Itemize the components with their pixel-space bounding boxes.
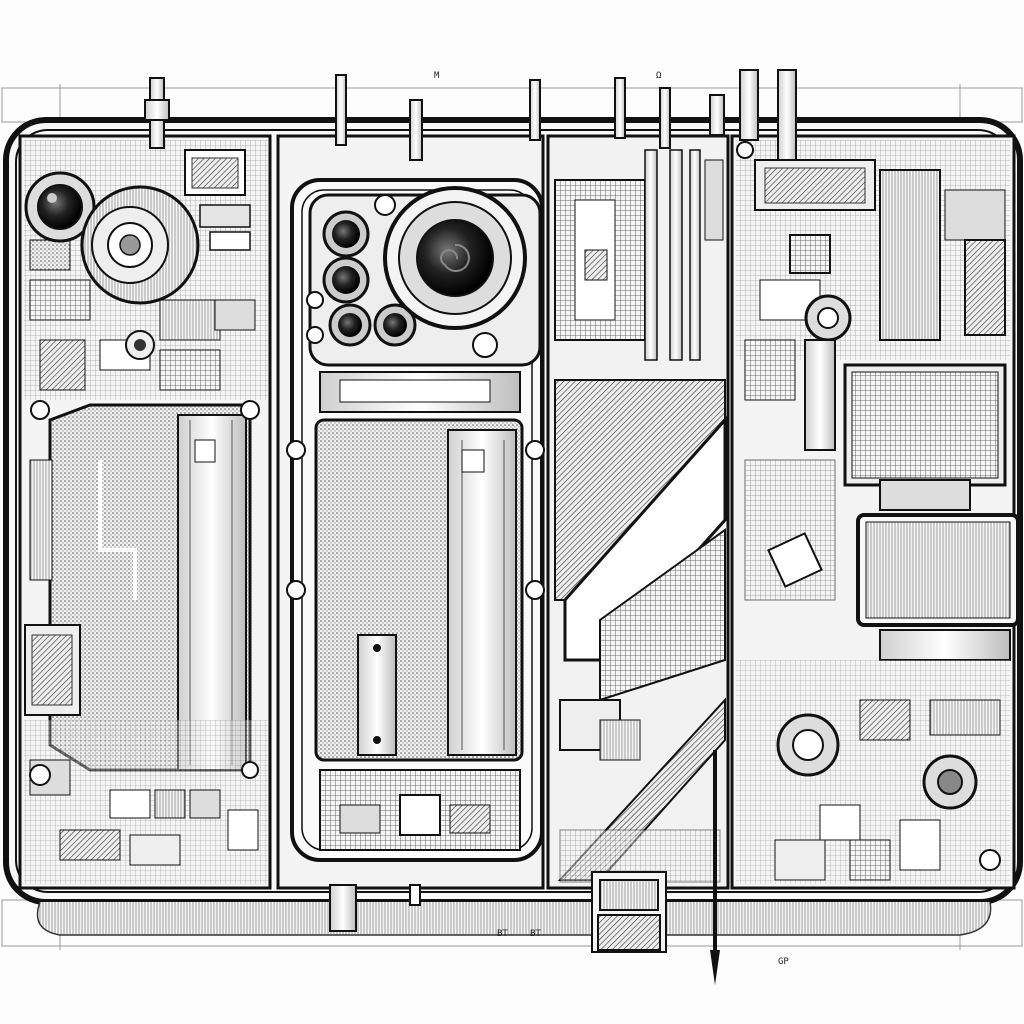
battery-connector-strip bbox=[447, 429, 517, 756]
drafting-mark: BT bbox=[497, 929, 508, 939]
center-phone-frame bbox=[276, 134, 545, 890]
drafting-mark: Ω bbox=[656, 71, 662, 81]
drafting-mark: M bbox=[434, 71, 440, 81]
battery-connector-strip bbox=[177, 414, 247, 771]
right-board-panel bbox=[730, 134, 1020, 890]
top-connectors bbox=[144, 69, 797, 161]
drafting-mark: BT bbox=[530, 929, 541, 939]
diagonal-flex-panel bbox=[546, 134, 730, 985]
bottom-connectors bbox=[329, 871, 667, 953]
left-board-panel bbox=[18, 134, 272, 890]
drafting-mark: GP bbox=[778, 957, 789, 967]
